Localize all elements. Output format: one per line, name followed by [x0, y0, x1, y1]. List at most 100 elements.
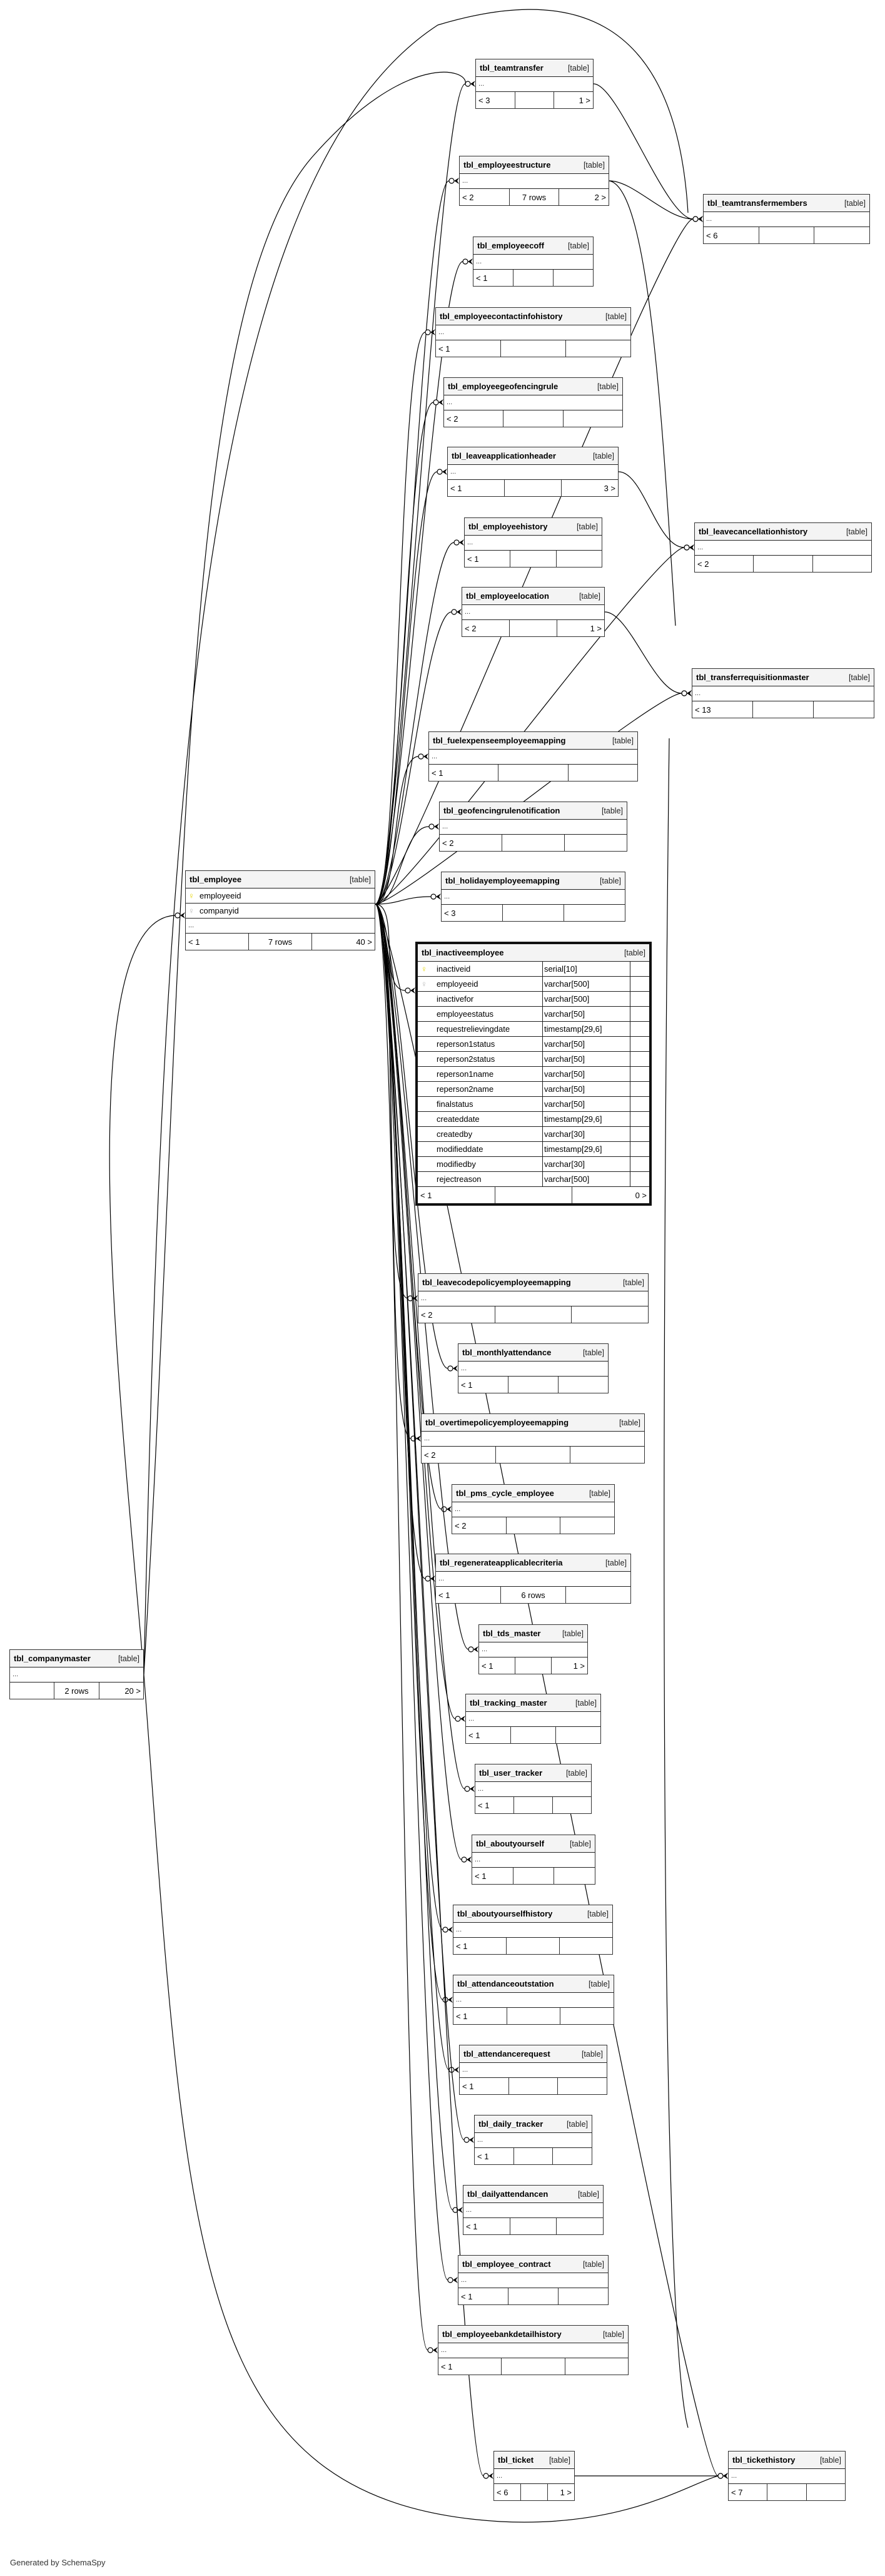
table-name[interactable]: tbl_companymaster — [14, 1654, 91, 1663]
table-tbl-employee-contract[interactable]: tbl_employee_contract[table]...< 1 — [458, 2255, 609, 2305]
table-name[interactable]: tbl_employeecoff — [477, 241, 544, 250]
table-tbl-pms-cycle-employee[interactable]: tbl_pms_cycle_employee[table]...< 2 — [452, 1484, 615, 1534]
table-name[interactable]: tbl_ticket — [498, 2455, 534, 2465]
children-link[interactable] — [559, 1377, 608, 1393]
table-name[interactable]: tbl_fuelexpenseemployeemapping — [433, 736, 566, 745]
children-link[interactable] — [572, 1306, 648, 1323]
table-name[interactable]: tbl_holidayemployeemapping — [445, 876, 560, 885]
table-tbl-user-tracker[interactable]: tbl_user_tracker[table]...< 1 — [475, 1764, 592, 1814]
table-name[interactable]: tbl_employeebankdetailhistory — [442, 2329, 562, 2339]
parents-link[interactable]: < 2 — [452, 1517, 507, 1534]
parents-link[interactable]: < 1 — [475, 1797, 514, 1813]
children-link[interactable] — [813, 556, 871, 572]
table-tbl-employeecontactinfohistory[interactable]: tbl_employeecontactinfohistory[table]...… — [435, 307, 631, 357]
table-name[interactable]: tbl_employeelocation — [466, 591, 549, 601]
table-tbl-employeehistory[interactable]: tbl_employeehistory[table]...< 1 — [464, 517, 602, 568]
children-link[interactable]: 40 > — [356, 937, 372, 947]
children-link[interactable] — [566, 1587, 630, 1603]
children-link[interactable] — [554, 1868, 595, 1884]
table-tbl-inactiveemployee[interactable]: tbl_inactiveemployee [table] ♀inactiveid… — [415, 942, 652, 1206]
table-name[interactable]: tbl_employeecontactinfohistory — [440, 312, 563, 321]
table-tbl-attendancerequest[interactable]: tbl_attendancerequest[table]...< 1 — [459, 2045, 607, 2095]
table-tbl-aboutyourself[interactable]: tbl_aboutyourself[table]...< 1 — [472, 1835, 595, 1885]
table-name[interactable]: tbl_tickethistory — [732, 2455, 796, 2465]
table-name[interactable]: tbl_user_tracker — [479, 1768, 543, 1778]
table-name[interactable]: tbl_regenerateapplicablecriteria — [440, 1558, 563, 1567]
table-tbl-attendanceoutstation[interactable]: tbl_attendanceoutstation[table]...< 1 — [453, 1975, 614, 2025]
children-link[interactable] — [570, 1447, 644, 1463]
parents-link[interactable]: < 7 — [729, 2484, 768, 2500]
parents-link[interactable]: < 2 — [695, 556, 754, 572]
children-link[interactable] — [565, 2358, 628, 2375]
parents-link[interactable]: < 1 — [438, 2358, 502, 2375]
parents-link[interactable]: < 2 — [460, 189, 510, 205]
parents-link[interactable]: < 6 — [704, 227, 759, 243]
parents-link[interactable]: < 1 — [458, 1377, 508, 1393]
table-name[interactable]: tbl_aboutyourselfhistory — [457, 1909, 553, 1918]
table-name[interactable]: tbl_monthlyattendance — [462, 1348, 552, 1357]
table-tbl-leavecancellationhistory[interactable]: tbl_leavecancellationhistory[table]...< … — [694, 522, 872, 573]
table-tbl-holidayemployeemapping[interactable]: tbl_holidayemployeemapping[table]...< 3 — [441, 872, 625, 922]
parents-link[interactable]: < 2 — [440, 835, 502, 851]
children-link[interactable]: 0 > — [635, 1190, 647, 1200]
table-tbl-teamtransfermembers[interactable]: tbl_teamtransfermembers[table]...< 6 — [703, 194, 870, 244]
table-tbl-aboutyourselfhistory[interactable]: tbl_aboutyourselfhistory[table]...< 1 — [453, 1905, 613, 1955]
table-name[interactable]: tbl_leaveapplicationheader — [452, 451, 556, 461]
parents-link[interactable]: < 2 — [422, 1447, 496, 1463]
table-tbl-employeegeofencingrule[interactable]: tbl_employeegeofencingrule[table]...< 2 — [443, 377, 623, 427]
children-link[interactable] — [560, 2008, 614, 2024]
parents-link[interactable]: < 1 — [448, 480, 505, 496]
children-link[interactable] — [807, 2484, 845, 2500]
table-name[interactable]: tbl_attendanceoutstation — [457, 1979, 554, 1988]
children-link[interactable]: 1 > — [560, 2487, 572, 2497]
table-name[interactable]: tbl_pms_cycle_employee — [456, 1489, 554, 1498]
table-tbl-tickethistory[interactable]: tbl_tickethistory[table]...< 7 — [728, 2451, 846, 2501]
parents-link[interactable]: < 1 — [453, 1938, 507, 1954]
parents-link[interactable]: < 3 — [442, 905, 503, 921]
table-name[interactable]: tbl_employee — [190, 875, 242, 884]
children-link[interactable]: 1 > — [579, 95, 591, 105]
table-name[interactable]: tbl_tds_master — [483, 1629, 541, 1638]
parents-link[interactable] — [10, 1683, 55, 1699]
children-link[interactable] — [560, 1938, 612, 1954]
parents-link[interactable]: < 1 — [475, 2148, 514, 2164]
children-link[interactable]: 3 > — [604, 483, 615, 493]
table-tbl-employeecoff[interactable]: tbl_employeecoff[table]...< 1 — [473, 237, 594, 287]
parents-link[interactable]: < 1 — [465, 551, 511, 567]
parents-link[interactable]: < 1 — [479, 1657, 515, 1674]
table-name[interactable]: tbl_geofencingrulenotification — [443, 806, 560, 815]
parents-link[interactable]: < 2 — [462, 620, 510, 636]
parents-link[interactable]: < 1 — [436, 340, 501, 357]
children-link[interactable]: 20 > — [124, 1686, 141, 1696]
parents-link[interactable]: < 1 — [466, 1727, 511, 1743]
children-link[interactable] — [564, 410, 622, 427]
table-tbl-daily-tracker[interactable]: tbl_daily_tracker[table]...< 1 — [474, 2115, 592, 2165]
table-tbl-dailyattendancen[interactable]: tbl_dailyattendancen[table]...< 1 — [463, 2185, 604, 2235]
children-link[interactable] — [556, 1727, 600, 1743]
parents-link[interactable]: < 1 — [436, 1587, 501, 1603]
parents-link[interactable]: < 2 — [444, 410, 504, 427]
table-tbl-tracking-master[interactable]: tbl_tracking_master[table]...< 1 — [465, 1694, 601, 1744]
children-link[interactable] — [564, 905, 625, 921]
table-name[interactable]: tbl_employee_contract — [462, 2259, 551, 2269]
table-tbl-employee[interactable]: tbl_employee [table] ♀ employeeid ♀ comp… — [185, 870, 375, 950]
table-name[interactable]: tbl_dailyattendancen — [467, 2189, 549, 2199]
table-name[interactable]: tbl_teamtransfermembers — [707, 198, 807, 208]
table-name[interactable]: tbl_aboutyourself — [476, 1839, 545, 1848]
children-link[interactable] — [559, 2288, 608, 2304]
parents-link[interactable]: < 1 — [473, 270, 513, 286]
parents-link[interactable]: < 3 — [476, 92, 515, 108]
children-link[interactable] — [557, 551, 602, 567]
parents-link[interactable]: < 1 — [472, 1868, 513, 1884]
table-name[interactable]: tbl_employeehistory — [468, 522, 548, 531]
table-name[interactable]: tbl_employeegeofencingrule — [448, 382, 559, 391]
children-link[interactable] — [560, 1517, 614, 1534]
parents-link[interactable]: < 1 — [418, 1187, 495, 1203]
table-tbl-monthlyattendance[interactable]: tbl_monthlyattendance[table]...< 1 — [458, 1343, 609, 1393]
parents-link[interactable]: < 1 — [429, 765, 499, 781]
